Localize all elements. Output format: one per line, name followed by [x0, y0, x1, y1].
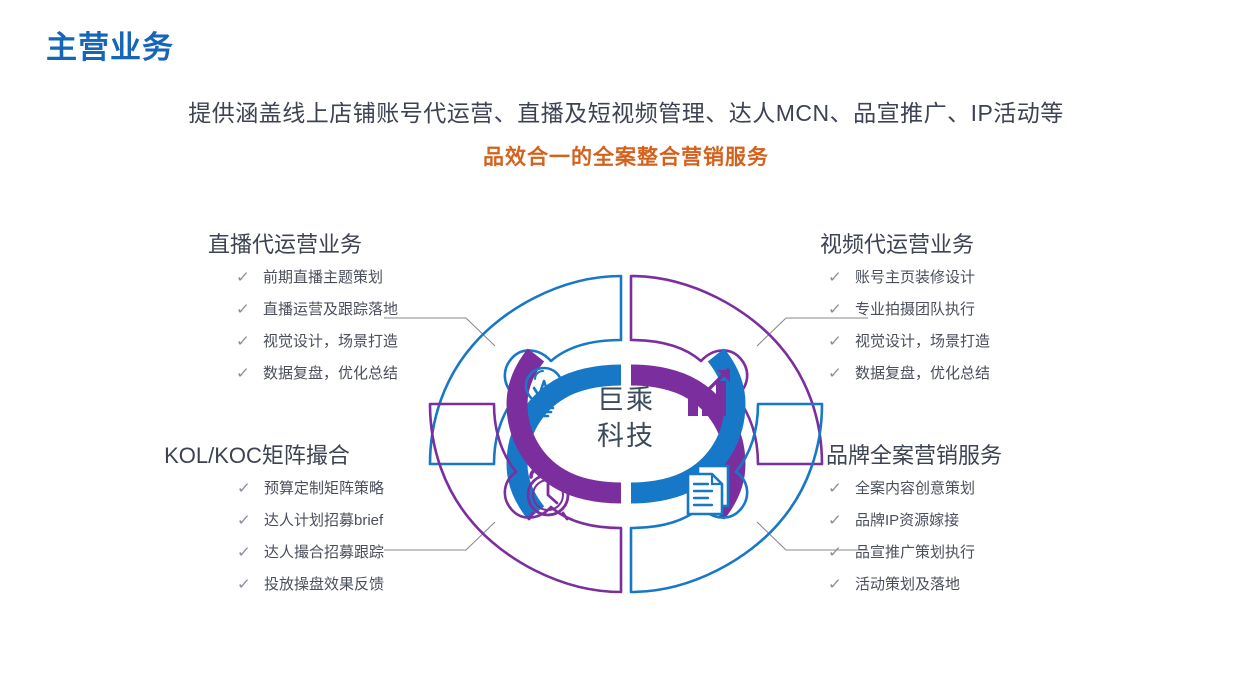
bar-chart-growth-icon	[684, 368, 730, 416]
list-item: ✓ 活动策划及落地	[827, 576, 1120, 594]
list-item-label: 全案内容创意策划	[855, 480, 976, 498]
quadrant-top-left-list: ✓ 前期直播主题策划 ✓ 直播运营及跟踪落地 ✓ 视觉设计，场景打造 ✓ 数据复…	[137, 270, 437, 381]
alarm-clock-icon	[526, 468, 570, 521]
check-icon: ✓	[236, 544, 252, 562]
quadrant-bottom-left-heading: KOL/KOC矩阵撮合	[164, 443, 350, 468]
diagram-center-label: 巨乘 科技	[383, 383, 869, 454]
check-icon: ✓	[235, 365, 251, 383]
list-item-label: 活动策划及落地	[855, 576, 961, 594]
list-item: ✓ 品牌IP资源嫁接	[827, 512, 1120, 530]
quadrant-top-right: 视频代运营业务 ✓ 账号主页装修设计 ✓ 专业拍摄团队执行 ✓ 视觉设计，场景打…	[820, 232, 1120, 398]
check-icon: ✓	[236, 480, 252, 498]
connector-top-right	[756, 317, 868, 347]
list-item-label: 达人计划招募brief	[264, 512, 384, 530]
list-item-label: 投放操盘效果反馈	[264, 576, 385, 594]
subtitle-line-highlight: 品效合一的全案整合营销服务	[483, 145, 769, 169]
list-item: ✓ 数据复盘，优化总结	[235, 365, 437, 383]
quadrant-top-right-list: ✓ 账号主页装修设计 ✓ 专业拍摄团队执行 ✓ 视觉设计，场景打造 ✓ 数据复盘…	[820, 270, 1120, 381]
check-icon: ✓	[827, 480, 843, 498]
list-item: ✓ 专业拍摄团队执行	[827, 301, 1120, 319]
connector-top-left	[384, 317, 496, 347]
list-item-label: 数据复盘，优化总结	[855, 365, 991, 383]
check-icon: ✓	[827, 512, 843, 530]
list-item: ✓ 品宣推广策划执行	[827, 544, 1120, 562]
list-item-label: 达人撮合招募跟踪	[264, 544, 385, 562]
list-item: ✓ 全案内容创意策划	[827, 480, 1120, 498]
list-item-label: 预算定制矩阵策略	[264, 480, 385, 498]
documents-icon	[686, 464, 730, 516]
list-item: ✓ 数据复盘，优化总结	[827, 365, 1120, 383]
center-label-line2: 科技	[597, 420, 655, 451]
chart-bar-1	[688, 399, 698, 416]
connector-bottom-right	[756, 521, 868, 551]
segment-bottom-left-arc	[506, 348, 622, 504]
quadrant-bottom-left: KOL/KOC矩阵撮合 ✓ 预算定制矩阵策略 ✓ 达人计划招募brief ✓ 达…	[110, 443, 410, 609]
list-item-label: 品宣推广策划执行	[855, 544, 976, 562]
check-icon: ✓	[235, 333, 251, 351]
center-label-line1: 巨乘	[597, 385, 655, 415]
check-icon: ✓	[235, 301, 251, 319]
chart-bar-3	[716, 381, 726, 416]
check-icon: ✓	[236, 576, 252, 594]
subtitle-line-primary: 提供涵盖线上店铺账号代运营、直播及短视频管理、达人MCN、品宣推广、IP活动等	[188, 100, 1064, 126]
quadrant-bottom-left-list: ✓ 预算定制矩阵策略 ✓ 达人计划招募brief ✓ 达人撮合招募跟踪 ✓ 投放…	[110, 481, 410, 592]
list-item: ✓ 视觉设计，场景打造	[827, 333, 1120, 351]
quadrant-bottom-right-heading: 品牌全案营销服务	[826, 443, 1003, 468]
list-item: ✓ 达人撮合招募跟踪	[236, 544, 410, 562]
check-icon: ✓	[236, 512, 252, 530]
segment-top-left-arc	[506, 364, 622, 520]
list-item-label: 账号主页装修设计	[855, 269, 976, 287]
check-icon: ✓	[235, 269, 251, 287]
list-item: ✓ 视觉设计，场景打造	[235, 333, 437, 351]
quadrant-top-left: 直播代运营业务 ✓ 前期直播主题策划 ✓ 直播运营及跟踪落地 ✓ 视觉设计，场景…	[137, 232, 437, 398]
connector-bottom-left	[384, 521, 496, 551]
segment-top-left[interactable]	[428, 274, 623, 520]
list-item-label: 品牌IP资源嫁接	[855, 512, 960, 530]
quadrant-top-left-heading: 直播代运营业务	[207, 232, 362, 257]
list-item: ✓ 投放操盘效果反馈	[236, 576, 410, 594]
list-item-label: 直播运营及跟踪落地	[263, 301, 399, 319]
connector-lines	[384, 317, 868, 551]
list-item: ✓ 直播运营及跟踪落地	[235, 301, 437, 319]
list-item-label: 前期直播主题策划	[263, 269, 384, 287]
page-title: 主营业务	[46, 30, 174, 65]
segment-top-right-arc	[630, 364, 746, 520]
list-item: ✓ 达人计划招募brief	[236, 512, 410, 530]
segment-bottom-right-arc	[630, 348, 746, 504]
list-item-label: 视觉设计，场景打造	[263, 333, 399, 351]
check-icon: ✓	[827, 301, 843, 319]
segment-bottom-left-outline	[428, 402, 623, 594]
chart-bar-2	[702, 390, 712, 416]
check-icon: ✓	[827, 269, 843, 287]
list-item-label: 视觉设计，场景打造	[855, 333, 991, 351]
list-item: ✓ 预算定制矩阵策略	[236, 480, 410, 498]
list-item-label: 数据复盘，优化总结	[263, 365, 399, 383]
list-item: ✓ 账号主页装修设计	[827, 269, 1120, 287]
subtitle-block: 提供涵盖线上店铺账号代运营、直播及短视频管理、达人MCN、品宣推广、IP活动等 …	[0, 100, 1252, 170]
list-item: ✓ 前期直播主题策划	[235, 269, 437, 287]
check-icon: ✓	[827, 365, 843, 383]
quadrant-top-right-heading: 视频代运营业务	[820, 232, 975, 257]
check-icon: ✓	[827, 333, 843, 351]
list-item-label: 专业拍摄团队执行	[855, 301, 976, 319]
segment-top-right[interactable]	[629, 274, 824, 520]
segment-top-right-outline	[629, 274, 824, 466]
quadrant-bottom-right-list: ✓ 全案内容创意策划 ✓ 品牌IP资源嫁接 ✓ 品宣推广策划执行 ✓ 活动策划及…	[820, 481, 1120, 592]
check-icon: ✓	[827, 544, 843, 562]
check-icon: ✓	[827, 576, 843, 594]
segment-bottom-left[interactable]	[428, 348, 623, 594]
segment-top-left-outline	[428, 274, 623, 466]
business-cycle-diagram	[384, 274, 868, 594]
lightbulb-idea-icon	[524, 366, 564, 418]
quadrant-bottom-right: 品牌全案营销服务 ✓ 全案内容创意策划 ✓ 品牌IP资源嫁接 ✓ 品宣推广策划执…	[820, 443, 1120, 609]
